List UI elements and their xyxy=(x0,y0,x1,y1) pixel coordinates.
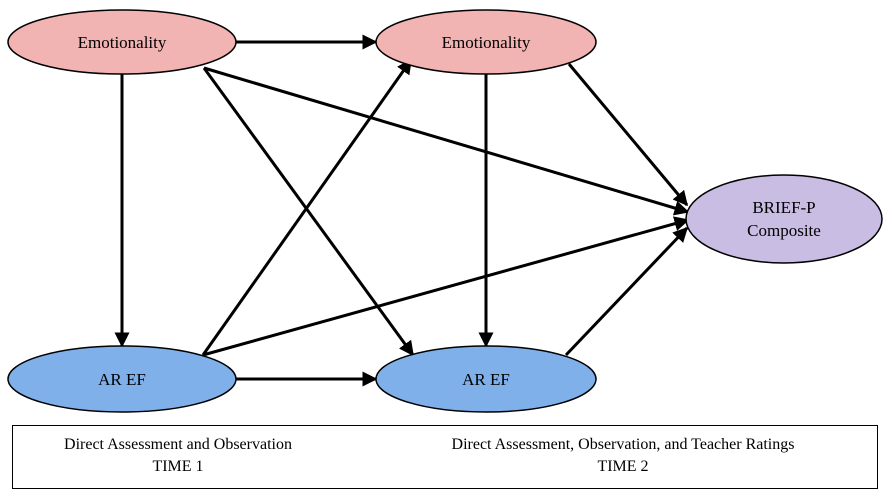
time2-legend: Direct Assessment, Observation, and Teac… xyxy=(383,434,863,478)
aref-t1-label: AR EF xyxy=(98,370,146,389)
arrow-aref-t1-to-brief xyxy=(202,216,690,357)
emotionality-t2-label: Emotionality xyxy=(442,33,531,52)
emotionality-t2-ellipse xyxy=(375,9,597,75)
node-emotionality-t2: Emotionality xyxy=(375,9,597,75)
time1-label: TIME 1 xyxy=(152,458,204,475)
time1-legend: Direct Assessment and Observation TIME 1 xyxy=(13,434,343,478)
node-brief-p-composite: BRIEF-P Composite xyxy=(685,174,883,264)
aref-t2-label: AR EF xyxy=(462,370,510,389)
arrow-emotionality-t1-to-aref-t2 xyxy=(202,67,415,357)
emotionality-t1-label: Emotionality xyxy=(78,33,167,52)
aref-t1-ellipse xyxy=(7,345,237,413)
node-aref-t2: AR EF xyxy=(375,345,597,413)
arrow-aref-t2-to-brief xyxy=(564,226,689,357)
brief-label-line1: BRIEF-P xyxy=(752,198,815,217)
time2-description: Direct Assessment, Observation, and Teac… xyxy=(451,436,795,453)
brief-ellipse xyxy=(685,174,883,264)
time1-description: Direct Assessment and Observation xyxy=(64,436,292,453)
node-aref-t1: AR EF xyxy=(7,345,237,413)
emotionality-t1-ellipse xyxy=(7,9,237,75)
aref-t2-ellipse xyxy=(375,345,597,413)
arrow-aref-t1-to-emotionality-t2 xyxy=(201,58,413,356)
brief-label-line2: Composite xyxy=(747,221,821,240)
arrow-emotionality-t2-to-brief xyxy=(567,63,689,207)
arrow-emotionality-t1-to-brief xyxy=(203,66,690,216)
time-legend-box: Direct Assessment and Observation TIME 1… xyxy=(12,425,878,489)
node-emotionality-t1: Emotionality xyxy=(7,9,237,75)
time2-label: TIME 2 xyxy=(597,458,649,475)
